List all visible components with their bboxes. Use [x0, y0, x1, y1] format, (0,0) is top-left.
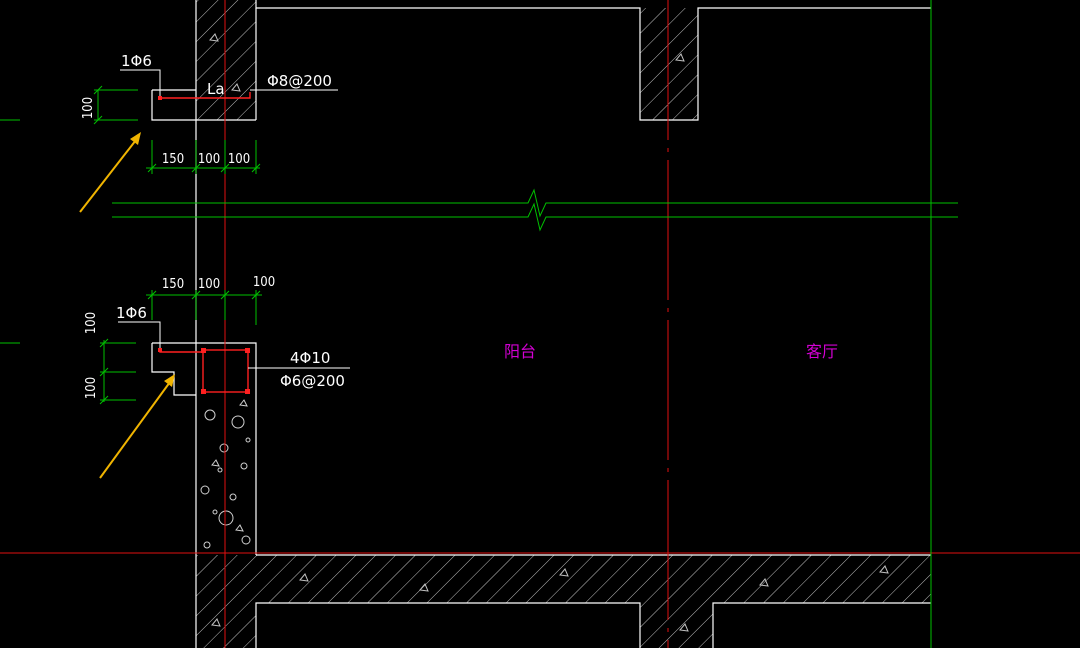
top-anchor-label: La [207, 80, 225, 98]
bottom-height-dim-2: 100 [84, 377, 99, 399]
top-leaders [120, 69, 338, 96]
bottom-arrow [99, 381, 171, 479]
annotation-arrows [79, 132, 175, 479]
top-stirrup-label: Φ8@200 [267, 72, 332, 90]
bottom-arrow-head-icon [164, 374, 175, 387]
top-dimension-lines [93, 85, 261, 174]
top-arrow [79, 139, 137, 213]
top-rebar [158, 92, 251, 100]
break-line [0, 0, 958, 648]
top-rebar-label: 1Φ6 [121, 52, 152, 70]
hatched-walls [196, 0, 931, 648]
bottom-width-dim-2: 100 [198, 277, 220, 292]
top-width-dim-2: 100 [198, 152, 220, 167]
top-height-dim: 100 [81, 97, 96, 119]
top-width-dim-1: 150 [162, 152, 184, 167]
bottom-dimension-texts: 150 100 100 100 100 [84, 275, 275, 399]
bottom-dimension-lines [99, 290, 262, 405]
room-label-living-room: 客厅 [806, 342, 838, 361]
bottom-leaders [118, 321, 350, 369]
bottom-height-dim-1: 100 [84, 312, 99, 334]
bottom-width-dim-3: 100 [253, 275, 275, 290]
bottom-width-dim-1: 150 [162, 277, 184, 292]
concrete-column [200, 399, 251, 549]
bottom-main-bars-label: 4Φ10 [290, 349, 330, 367]
bottom-rebar-label: 1Φ6 [116, 304, 147, 322]
top-arrow-head-icon [130, 132, 141, 145]
top-width-dim-3: 100 [228, 152, 250, 167]
wall-outlines [151, 0, 931, 648]
top-dimension-texts: 100 150 100 100 [81, 97, 250, 167]
room-label-balcony: 阳台 [504, 342, 536, 361]
bottom-rebar [158, 348, 250, 394]
bottom-stirrup-label: Φ6@200 [280, 372, 345, 390]
